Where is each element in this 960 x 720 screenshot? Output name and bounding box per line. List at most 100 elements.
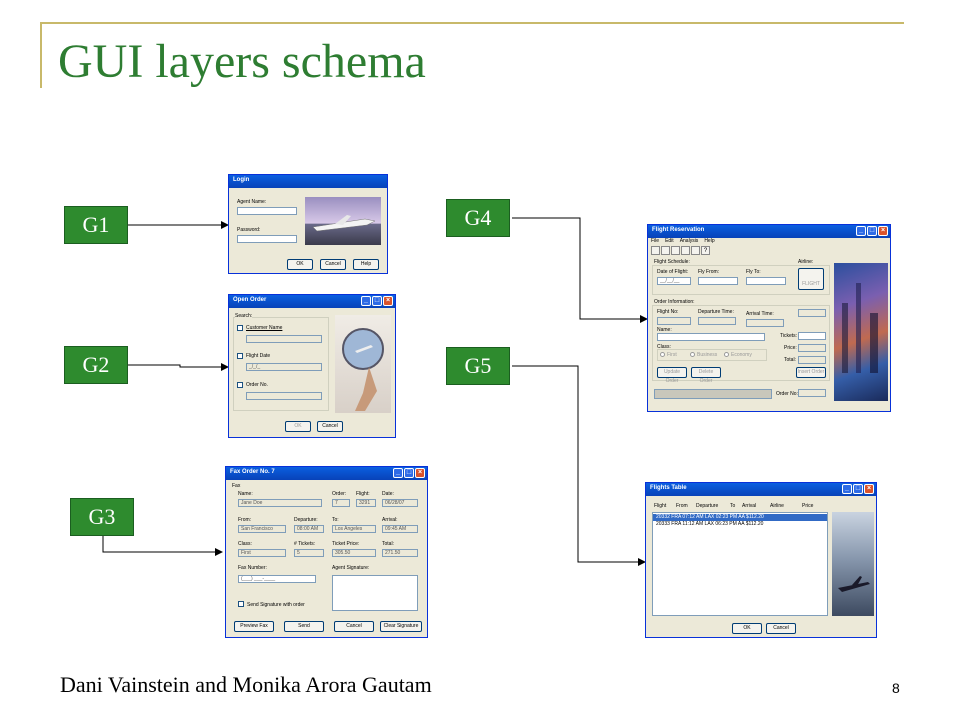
login-cancel-button[interactable]: Cancel (320, 259, 346, 270)
minimize-icon[interactable]: _ (361, 296, 371, 306)
login-help-button[interactable]: Help (353, 259, 379, 270)
layer-g1: G1 (64, 206, 128, 244)
col-price[interactable]: Price (802, 503, 814, 509)
total-label: Total: (784, 357, 796, 363)
arrow-g3 (102, 536, 223, 556)
customer-name-field[interactable] (246, 335, 322, 343)
agent-signature-pad[interactable] (332, 575, 418, 611)
update-order-button[interactable]: Update Order (657, 367, 687, 384)
insert-order-button[interactable]: Insert Order (796, 367, 826, 378)
close-icon[interactable]: × (383, 296, 393, 306)
minimize-icon[interactable]: _ (842, 484, 852, 494)
login-ok-button[interactable]: OK (287, 259, 313, 270)
col-airline[interactable]: Airline (770, 503, 784, 509)
flights-cancel-button[interactable]: Cancel (766, 623, 796, 634)
send-signature-checkbox[interactable] (238, 601, 244, 607)
delete-order-button[interactable]: Delete Order (691, 367, 721, 384)
class-business-radio[interactable] (690, 352, 695, 357)
close-icon[interactable]: × (878, 226, 888, 236)
table-row[interactable]: 20333 FRA 11:12 AM LAX 06:23 PM AA $112.… (656, 521, 764, 527)
arrow-g5 (512, 365, 646, 566)
flight-reservation-title: Flight Reservation (652, 227, 705, 233)
layer-g3: G3 (70, 498, 134, 536)
maximize-icon[interactable]: □ (853, 484, 863, 494)
send-button[interactable]: Send (284, 621, 324, 632)
password-field[interactable] (237, 235, 297, 243)
col-from[interactable]: From (676, 503, 688, 509)
fax-ticket-price-field: 305.50 (332, 549, 376, 557)
airline-label: Airline: (798, 259, 814, 265)
arrival-time-label: Arrival Time: (746, 311, 774, 317)
minimize-icon[interactable]: _ (393, 468, 403, 478)
col-departure[interactable]: Departure (696, 503, 719, 509)
order-no-label: Order No. (246, 382, 268, 388)
fly-to-label: Fly To: (746, 269, 761, 275)
menu-help[interactable]: Help (704, 238, 715, 244)
close-icon[interactable]: × (864, 484, 874, 494)
fax-order-field: 7 (332, 499, 350, 507)
flights-ok-button[interactable]: OK (732, 623, 762, 634)
agent-name-field[interactable] (237, 207, 297, 215)
airline-field (798, 309, 826, 317)
flight-date-checkbox[interactable] (237, 353, 243, 359)
search-label: Search: (235, 313, 253, 319)
fax-cancel-button[interactable]: Cancel (334, 621, 374, 632)
menu-file[interactable]: File (651, 238, 660, 244)
delete-icon[interactable] (681, 246, 690, 255)
order-info-group (652, 305, 830, 381)
name-label: Name: (657, 327, 672, 333)
slide-title: GUI layers schema (58, 35, 426, 88)
open-order-ok-button[interactable]: OK (285, 421, 311, 432)
menu-analysis[interactable]: Analysis (679, 238, 699, 244)
minimize-icon[interactable]: _ (856, 226, 866, 236)
login-window: Login Agent Name: Password: OK Cancel He… (228, 174, 388, 274)
price-field (798, 344, 826, 352)
col-to[interactable]: To (730, 503, 736, 509)
slide-footer: Dani Vainstein and Monika Arora Gautam (60, 672, 432, 697)
fax-to-field: Los Angeles (332, 525, 376, 533)
price-label: Price: (784, 345, 797, 351)
customer-name-checkbox[interactable] (237, 325, 243, 331)
order-no-field[interactable] (246, 392, 322, 400)
flight-date-field[interactable]: _/_/_ (246, 363, 322, 371)
fax-ticket-price-label: Ticket Price: (332, 541, 360, 547)
status-bar (654, 389, 772, 399)
table-row[interactable]: 20332 FRA 07:12 AM LAX 02:23 PM AA $112.… (653, 514, 827, 521)
save-icon[interactable] (671, 246, 680, 255)
maximize-icon[interactable]: □ (867, 226, 877, 236)
fax-order-titlebar: Fax Order No. 7 _□× (226, 467, 427, 480)
fax-number-field[interactable]: (___) ___-____ (238, 575, 316, 583)
class-first-radio[interactable] (660, 352, 665, 357)
col-arrival[interactable]: Arrival (742, 503, 757, 509)
open-order-cancel-button[interactable]: Cancel (317, 421, 343, 432)
fax-tickets-field: 5 (294, 549, 324, 557)
preview-fax-button[interactable]: Preview Fax (234, 621, 274, 632)
class-business-label: Business (697, 352, 718, 358)
flight-no-label: Flight No: (657, 309, 679, 315)
clear-signature-button[interactable]: Clear Signature (380, 621, 422, 632)
flights-table-title: Flights Table (650, 485, 687, 491)
order-no-checkbox[interactable] (237, 382, 243, 388)
chart-icon[interactable] (691, 246, 700, 255)
tickets-field[interactable] (798, 332, 826, 340)
close-icon[interactable]: × (415, 468, 425, 478)
maximize-icon[interactable]: □ (404, 468, 414, 478)
order-info-label: Order Information: (654, 299, 695, 305)
help-icon[interactable]: ? (701, 246, 710, 255)
col-flight[interactable]: Flight (654, 503, 667, 509)
fax-total-field: 271.50 (382, 549, 418, 557)
flight-date-label: Flight Date (246, 353, 271, 359)
maximize-icon[interactable]: □ (372, 296, 382, 306)
fly-from-select[interactable] (698, 277, 738, 285)
menu-edit[interactable]: Edit (665, 238, 674, 244)
fly-to-select[interactable] (746, 277, 786, 285)
fax-from-label: From: (238, 517, 252, 523)
class-economy-radio[interactable] (724, 352, 729, 357)
flights-button[interactable]: FLIGHT (798, 268, 824, 290)
new-icon[interactable] (651, 246, 660, 255)
open-icon[interactable] (661, 246, 670, 255)
arrival-time-field (746, 319, 784, 327)
name-field[interactable] (657, 333, 765, 341)
date-of-flight-field[interactable]: __/__/__ (657, 277, 691, 285)
